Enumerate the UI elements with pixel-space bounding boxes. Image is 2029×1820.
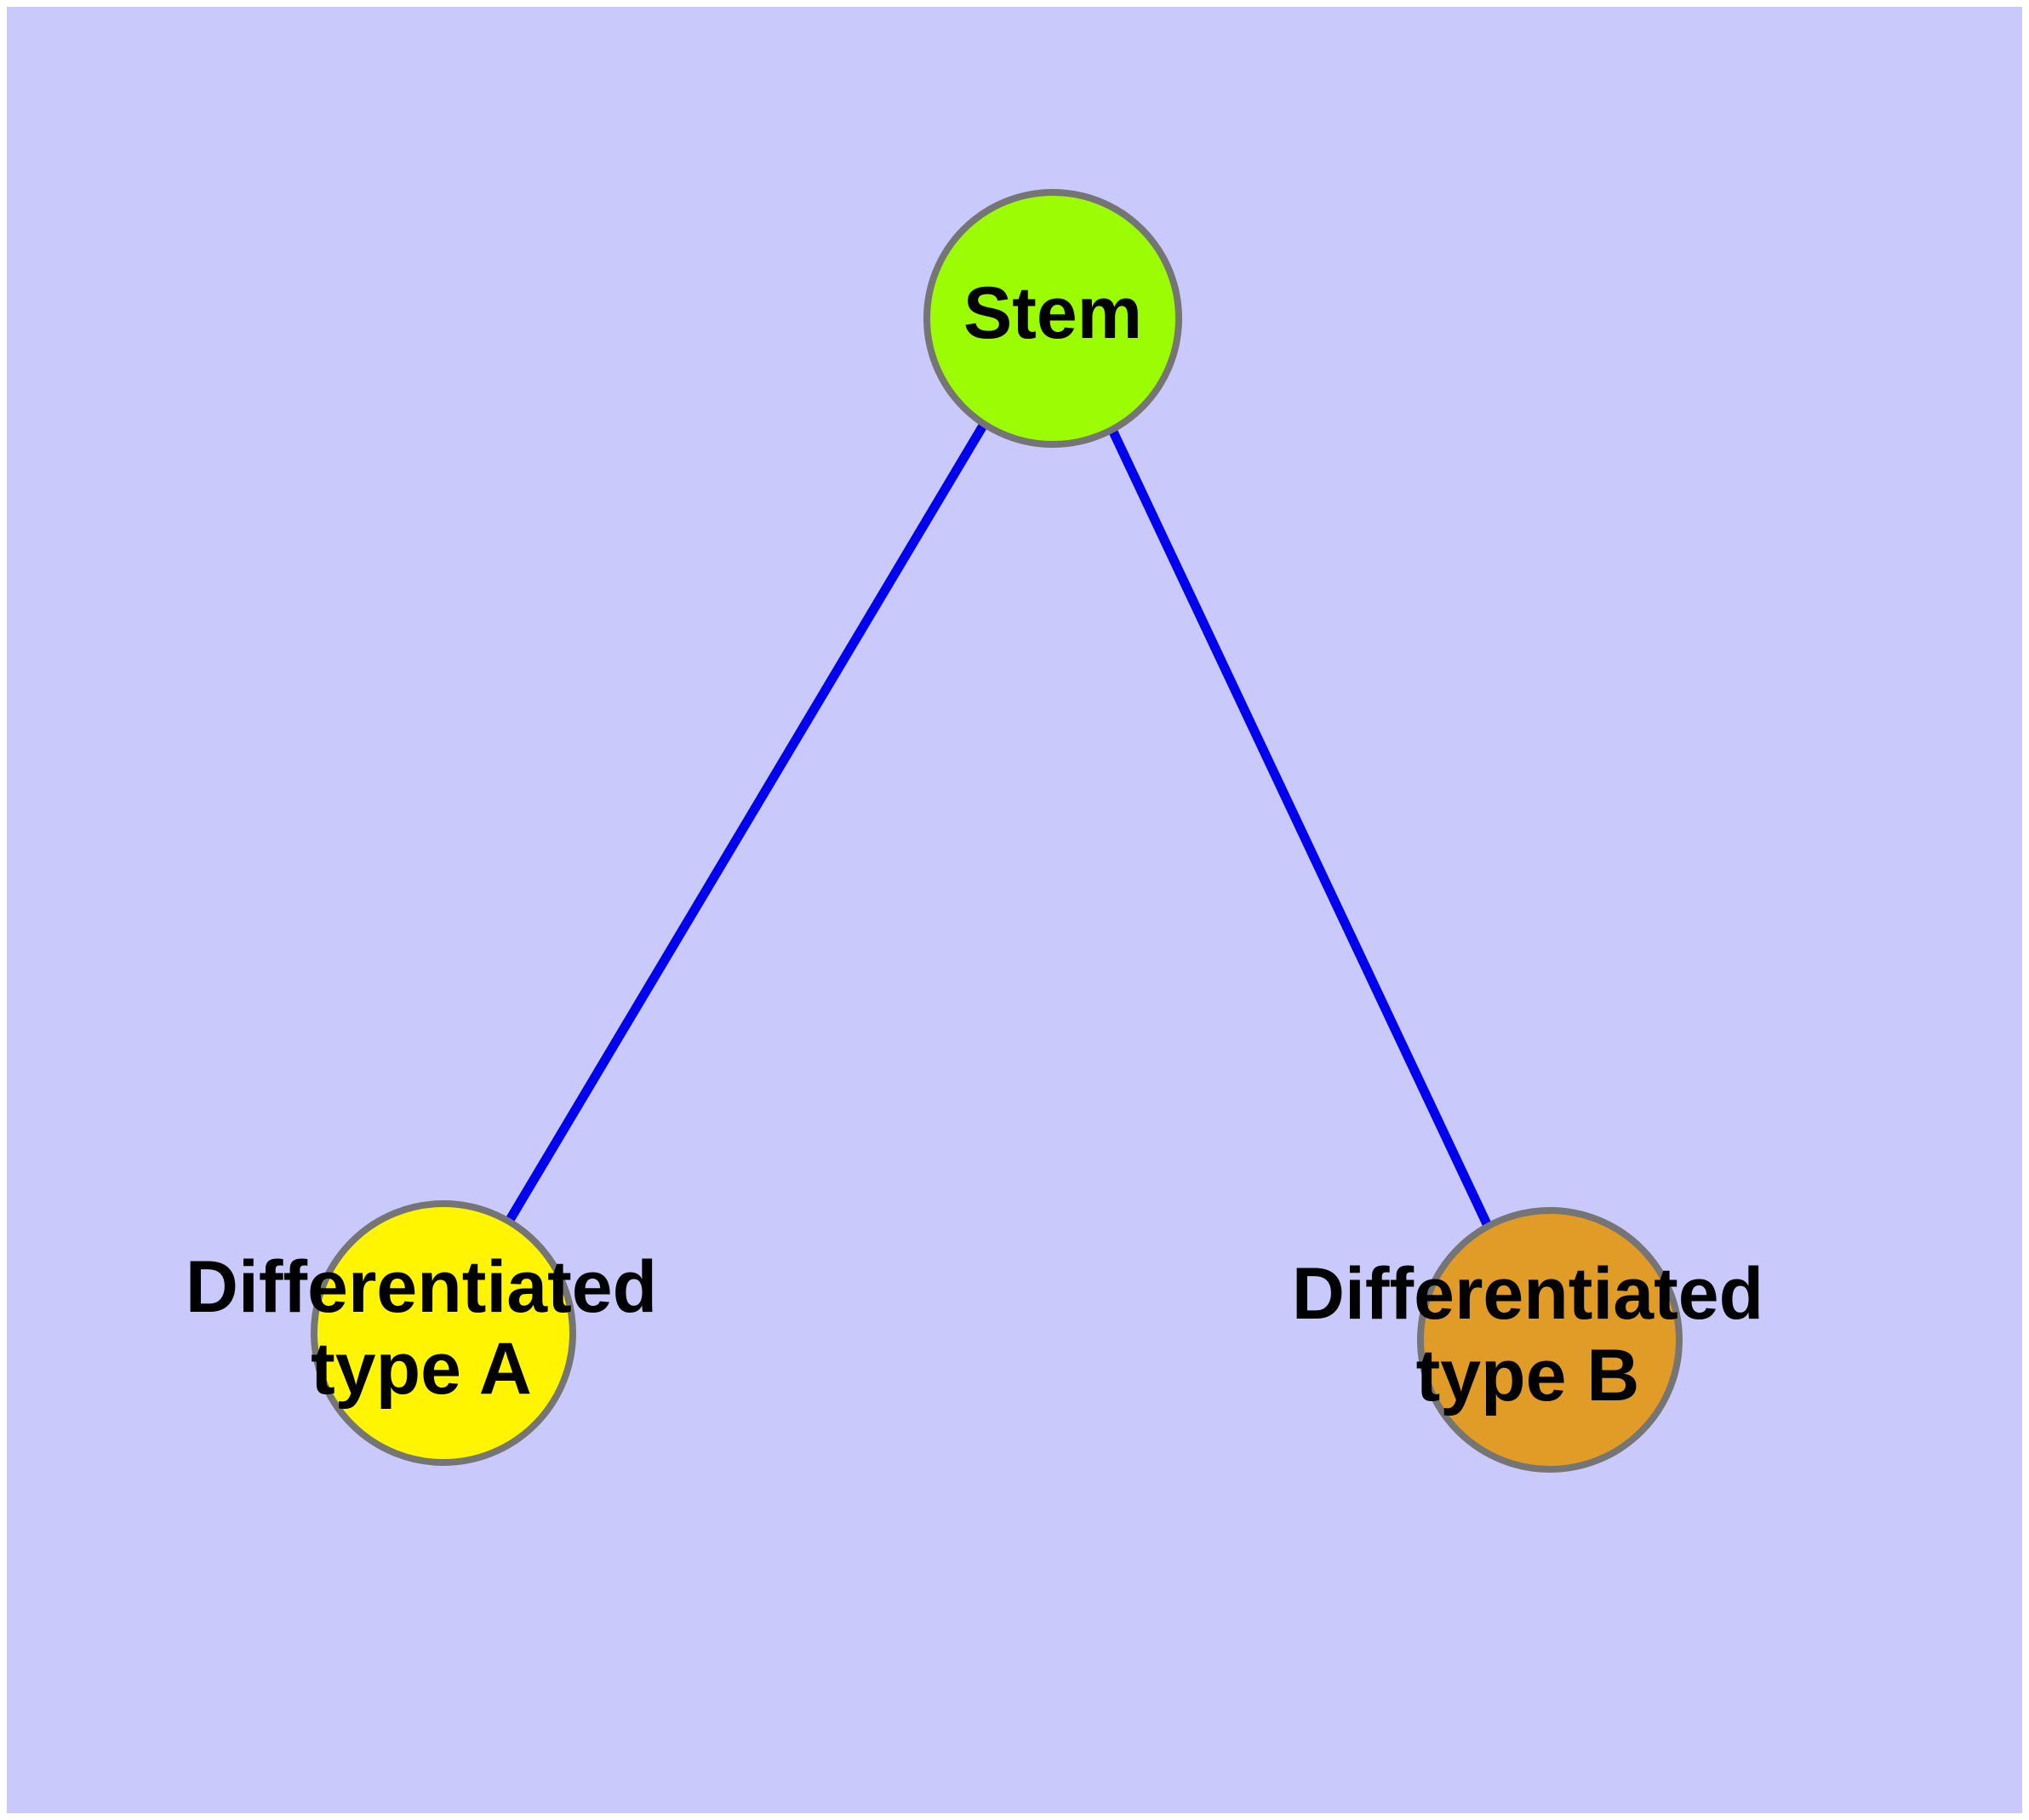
node-label-line: type B [1416,1335,1640,1417]
node-circle-stem[interactable] [923,189,1182,448]
node-label-line: Differentiated [1292,1253,1763,1335]
edge-stem-to-diff-b[interactable] [1108,427,1492,1228]
node-label-line: Stem [963,272,1142,354]
node-circle-diff_a[interactable] [311,1200,576,1466]
node-stem[interactable]: Stem [923,189,1182,448]
node-label-stem: Stem [963,272,1142,354]
node-circle-diff_b[interactable] [1417,1207,1683,1473]
node-label-line: Differentiated [186,1246,657,1328]
edges-layer [506,423,1492,1228]
edge-stem-to-diff-a[interactable] [506,423,987,1222]
node-label-line: type A [311,1328,532,1410]
